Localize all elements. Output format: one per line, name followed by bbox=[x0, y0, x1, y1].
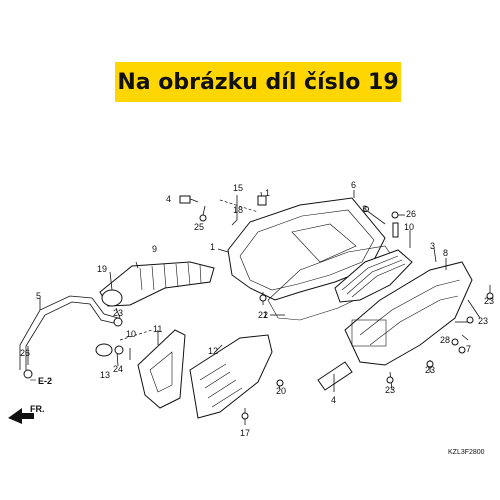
bolt-22 bbox=[276, 379, 284, 387]
callout-label: 2 bbox=[263, 310, 268, 320]
grommet-25 bbox=[199, 214, 207, 222]
callout-label: 13 bbox=[100, 370, 110, 380]
callout-label: 12 bbox=[208, 346, 218, 356]
callout-label: 1 bbox=[265, 188, 270, 198]
callout-label: 9 bbox=[152, 244, 157, 254]
resonator-case bbox=[137, 329, 186, 409]
clip-10 bbox=[392, 222, 399, 238]
callout-label: 25 bbox=[194, 222, 204, 232]
reference-e2: E-2 bbox=[38, 376, 52, 386]
clamp-26-b bbox=[23, 369, 33, 379]
callout-label: 28 bbox=[440, 335, 450, 345]
bolt-23-b bbox=[466, 316, 474, 324]
grommet-24 bbox=[114, 345, 124, 355]
callout-label: 3 bbox=[430, 241, 435, 251]
callout-label: 10 bbox=[404, 222, 414, 232]
screw-17 bbox=[179, 195, 191, 204]
callout-label: 23 bbox=[385, 385, 395, 395]
filter-element bbox=[334, 249, 413, 303]
callout-label: 23 bbox=[484, 296, 494, 306]
part-number-banner: Na obrázku díl číslo 19 bbox=[115, 62, 401, 102]
callout-label: 23 bbox=[478, 316, 488, 326]
screw-1 bbox=[257, 195, 267, 206]
o-ring-11 bbox=[95, 343, 113, 357]
callout-label: 1 bbox=[210, 242, 215, 252]
clamp-26-a bbox=[113, 317, 123, 327]
clip-3b bbox=[363, 206, 369, 212]
bolt-23-a bbox=[486, 292, 494, 300]
bolt-23-c bbox=[426, 360, 434, 368]
diagram-code: KZL3F2800 bbox=[448, 449, 485, 456]
bolt-18 bbox=[241, 412, 249, 420]
callout-label: 26 bbox=[20, 348, 30, 358]
callout-label: 24 bbox=[113, 364, 123, 374]
callout-label: 17 bbox=[240, 428, 250, 438]
callout-label: 3 bbox=[362, 204, 367, 214]
callout-label: 21 bbox=[258, 310, 268, 320]
callout-label: 4 bbox=[331, 395, 336, 405]
callout-label: 7 bbox=[466, 344, 471, 354]
callout-label: 11 bbox=[153, 324, 162, 334]
callout-label: 26 bbox=[406, 209, 416, 219]
callout-label: 20 bbox=[276, 386, 286, 396]
callout-label: 4 bbox=[166, 194, 171, 204]
callout-label: 18 bbox=[233, 205, 243, 215]
callout-label: 5 bbox=[36, 291, 41, 301]
air-cleaner-cover bbox=[344, 261, 473, 366]
banner-text: Na obrázku díl číslo 19 bbox=[117, 69, 399, 95]
bolt-21 bbox=[259, 294, 267, 302]
callout-label: 10 bbox=[126, 329, 136, 339]
callout-label: 6 bbox=[351, 180, 356, 190]
bolt-27 bbox=[391, 211, 399, 219]
breather-hose bbox=[19, 295, 119, 370]
callout-label: 23 bbox=[425, 365, 435, 375]
callout-label: 23 bbox=[113, 308, 123, 318]
callout-label: 8 bbox=[443, 248, 448, 258]
drain-tube bbox=[317, 361, 353, 391]
callout-label: 15 bbox=[233, 183, 243, 193]
front-direction-arrow: FR. bbox=[8, 404, 45, 424]
side-cover bbox=[189, 334, 273, 419]
callout-label: 19 bbox=[97, 264, 107, 274]
bolt-23-d bbox=[386, 376, 394, 384]
clip-28 bbox=[451, 338, 459, 346]
clip-7 bbox=[458, 346, 466, 354]
direction-label: FR. bbox=[30, 404, 45, 414]
